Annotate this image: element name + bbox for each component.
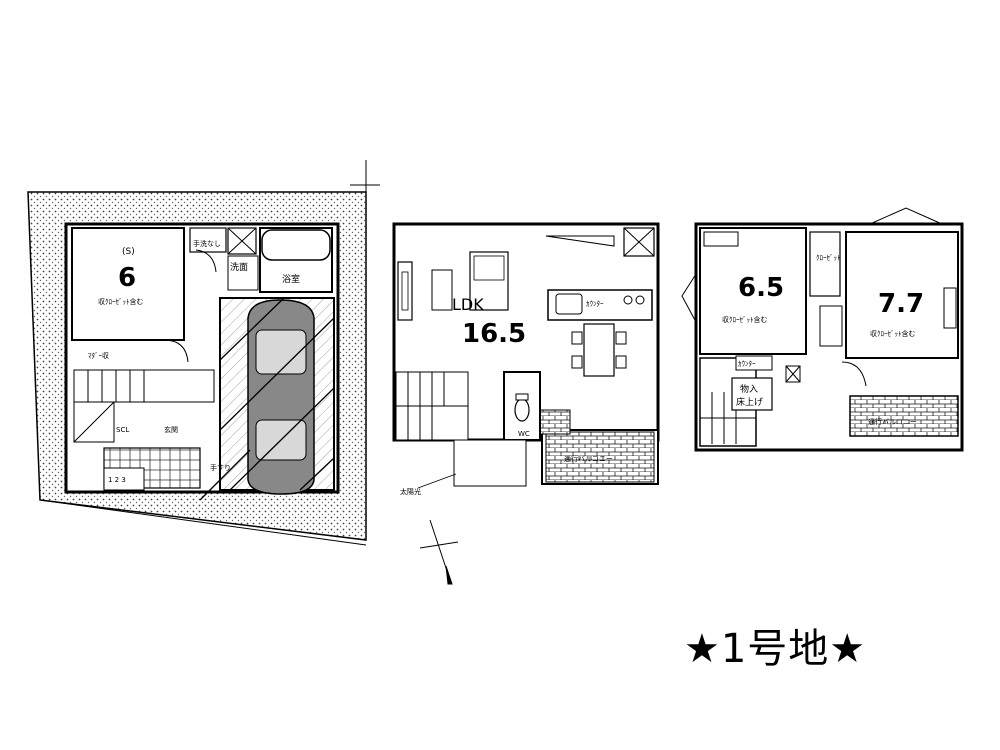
- ldk-size: 16.5: [462, 319, 526, 349]
- room-6-5-note: 収ｸﾛｰｾﾞｯﾄ含む: [722, 315, 768, 324]
- steps-label: 1 2 3: [108, 476, 126, 484]
- floor2-balcony-label: 通行バルコニー: [564, 454, 613, 463]
- floor-1-plan: (S) 6 収ｸﾛｰｾﾞｯﾄ含む 洗面 浴室 手洗なし ﾏﾀﾞｰ収 玄関 SCL…: [27, 160, 380, 546]
- toilet-icon: [514, 398, 530, 422]
- lot-caption: ★1号地★: [684, 626, 867, 672]
- room-7-7-size: 7.7: [878, 289, 924, 319]
- storage-room: [731, 377, 773, 411]
- floor-3-balcony: [849, 395, 959, 437]
- floor-1-stairs: [73, 369, 215, 443]
- floor1-stairs-label: ﾏﾀﾞｰ収: [88, 352, 109, 360]
- shoes-label: SCL: [116, 426, 129, 434]
- bath-label: 浴室: [282, 273, 300, 285]
- room-s-title: (S): [122, 247, 135, 257]
- wc-label: WC: [518, 430, 530, 438]
- room-6-5: [699, 227, 807, 355]
- room-s: [71, 227, 185, 341]
- car-icon: [247, 299, 315, 495]
- room-6-5-size: 6.5: [738, 273, 784, 303]
- floor-3-plan: 6.5 収ｸﾛｰｾﾞｯﾄ含む 7.7 収ｸﾛｰｾﾞｯﾄ含む 物入 床上げ 通行バ…: [681, 207, 964, 452]
- ext-label: 太陽光: [400, 487, 421, 496]
- floor3-balcony-label: 通行バルコニー: [868, 417, 917, 426]
- room-s-size: 6: [118, 263, 136, 293]
- floor-2-stairs: [395, 371, 469, 441]
- floor-2-balcony: [545, 431, 655, 483]
- bathtub: [261, 229, 331, 261]
- room-7-7: [845, 231, 959, 359]
- storage-label: 物入: [740, 383, 758, 395]
- room-s-note: 収ｸﾛｰｾﾞｯﾄ含む: [98, 297, 144, 306]
- wash-label: 洗面: [230, 261, 248, 273]
- floor3-counter-label: ｶｳﾝﾀｰ: [738, 360, 756, 368]
- loft-label: 床上げ: [736, 396, 763, 408]
- rail-label: 手すり: [210, 463, 231, 472]
- north-arrow-icon: [419, 519, 459, 585]
- counter-label: ｶｳﾝﾀｰ: [586, 300, 604, 308]
- entrance-label: 玄関: [164, 425, 178, 434]
- ldk-label: LDK: [452, 295, 484, 314]
- closet-label: ｸﾛｰｾﾞｯﾄ: [816, 254, 841, 262]
- dining-table: [583, 323, 615, 377]
- floor-3-stairs: [700, 392, 756, 444]
- sink-label: 手洗なし: [193, 239, 221, 248]
- floor-2-plan: LDK 16.5 ｶｳﾝﾀｰ 通行バルコニー WC 太陽光: [392, 222, 660, 585]
- closet: [809, 231, 841, 297]
- room-7-7-note: 収ｸﾛｰｾﾞｯﾄ含む: [870, 329, 916, 338]
